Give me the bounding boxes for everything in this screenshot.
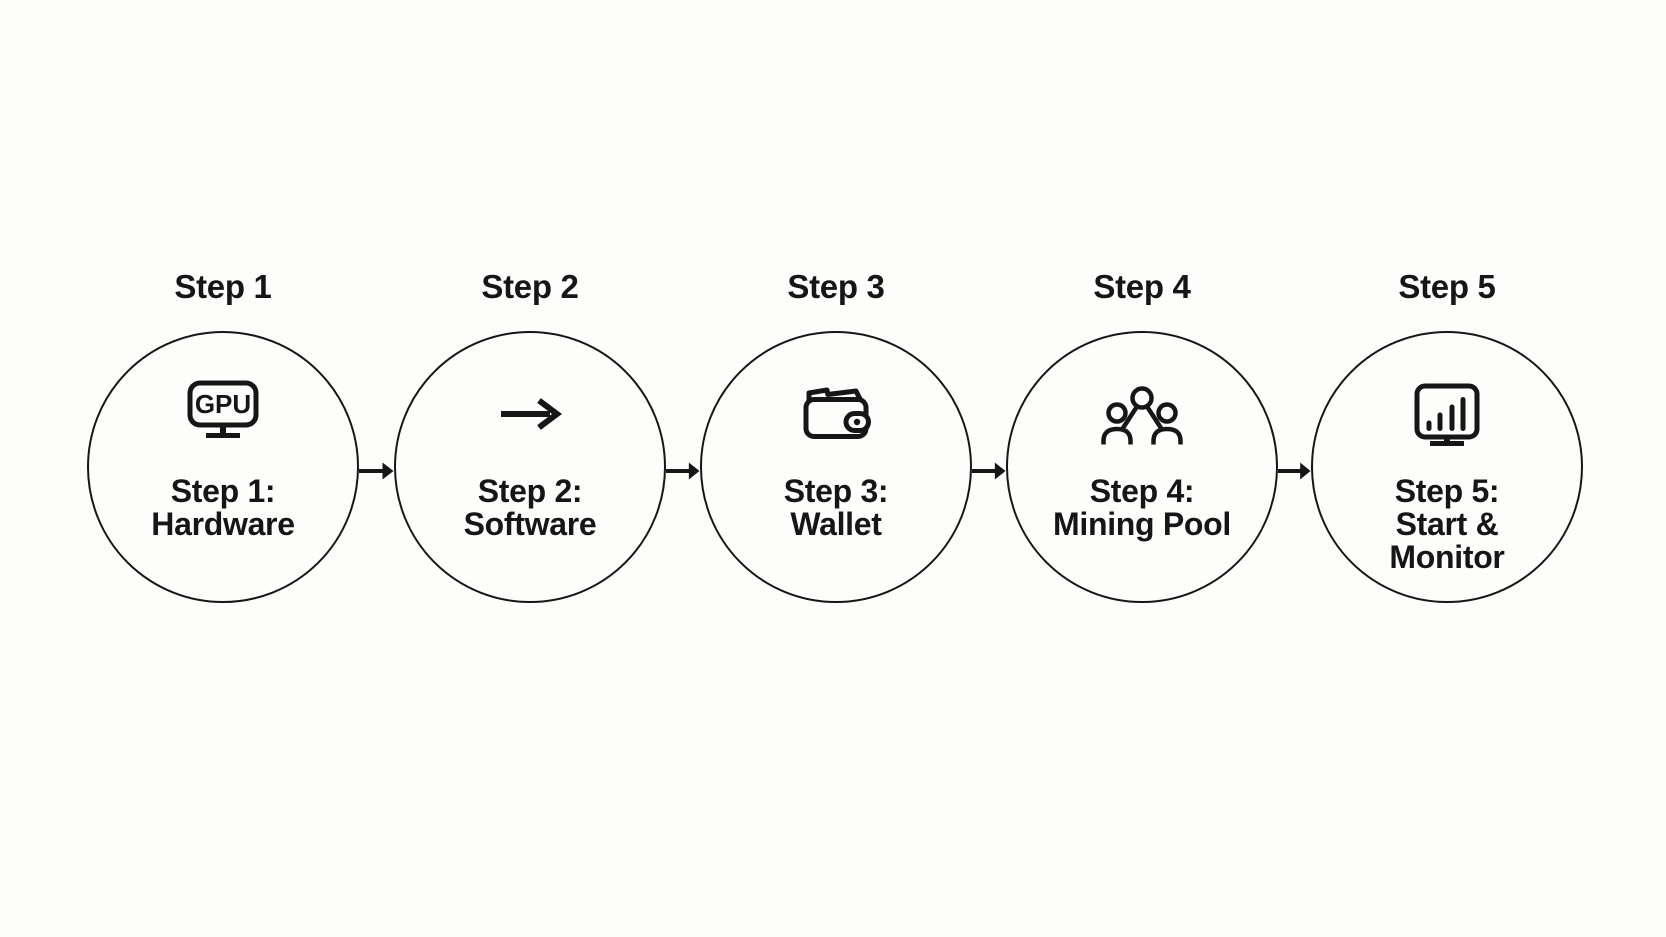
step-label-line: Monitor — [1389, 539, 1505, 575]
step-label-line: Software — [463, 506, 597, 542]
step-label-line: Step 1: — [170, 473, 276, 509]
step-label: Step 1: Hardware — [89, 475, 357, 541]
step-node-2: Step 2 Step 2: Software — [394, 268, 666, 628]
step-node-3: Step 3 Step 3: Wallet — [700, 268, 972, 628]
step-label: Step 3: Wallet — [702, 475, 970, 541]
step-circle: Step 5: Start & Monitor — [1311, 331, 1583, 603]
step-label-line: Start & — [1395, 506, 1499, 542]
step-node-5: Step 5 Step 5: Start & Monitor — [1311, 268, 1583, 628]
step-header-label: Step 5 — [1398, 268, 1496, 305]
step-label: Step 5: Start & Monitor — [1313, 475, 1581, 574]
flow-arrow-icon — [972, 459, 1006, 483]
step-label-line: Mining Pool — [1053, 506, 1231, 542]
people-group-icon — [1100, 385, 1184, 447]
step-header-label: Step 2 — [481, 268, 579, 305]
step-label-line: Step 2: — [477, 473, 583, 509]
monitor-chart-icon — [1414, 383, 1480, 447]
step-label-line: Step 4: — [1089, 473, 1195, 509]
step-label: Step 2: Software — [396, 475, 664, 541]
flow-arrow-icon — [359, 459, 394, 483]
step-header-label: Step 4 — [1093, 268, 1191, 305]
gpu-monitor-icon: GPU — [187, 380, 259, 440]
step-circle: Step 2: Software — [394, 331, 666, 603]
flow-arrow-icon — [666, 459, 700, 483]
step-label-line: Wallet — [790, 506, 882, 542]
step-header-label: Step 1 — [174, 268, 272, 305]
step-circle: GPU Step 1: Hardware — [87, 331, 359, 603]
flow-arrow-icon — [1278, 459, 1311, 483]
step-label: Step 4: Mining Pool — [1008, 475, 1276, 541]
step-label-line: Step 3: — [783, 473, 889, 509]
step-circle: Step 3: Wallet — [700, 331, 972, 603]
step-node-1: Step 1 GPU Step 1: Hardware — [87, 268, 359, 628]
wallet-icon — [801, 386, 871, 440]
arrow-right-icon — [498, 395, 562, 433]
step-circle: Step 4: Mining Pool — [1006, 331, 1278, 603]
step-node-4: Step 4 Step 4: Mining Pool — [1006, 268, 1278, 628]
step-header-label: Step 3 — [787, 268, 885, 305]
gpu-icon-text: GPU — [195, 389, 251, 419]
step-label-line: Step 5: — [1394, 473, 1500, 509]
step-label-line: Hardware — [151, 506, 295, 542]
